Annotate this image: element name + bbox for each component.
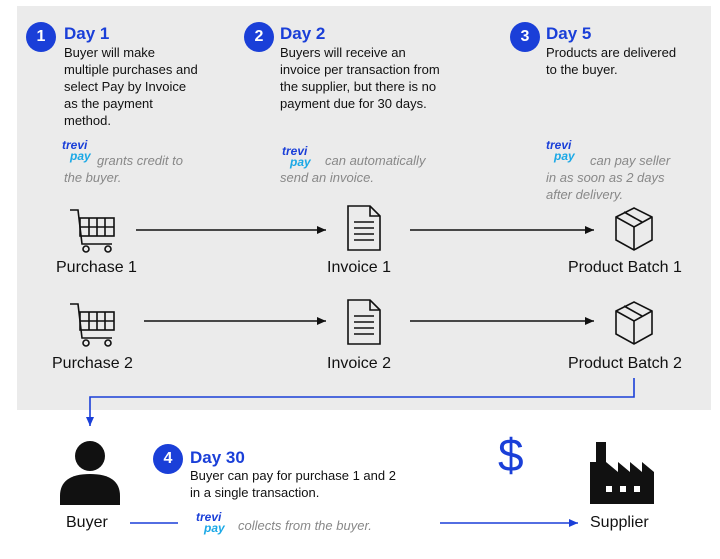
buyer-label: Buyer xyxy=(66,514,108,531)
step-4-note: collects from the buyer. xyxy=(238,517,372,534)
step-1-circle: 1 xyxy=(26,22,56,52)
supplier-label: Supplier xyxy=(590,514,649,531)
step-2-description: Buyers will receive an invoice per trans… xyxy=(280,44,440,112)
step-2-circle: 2 xyxy=(244,22,274,52)
step-1-note-line: grants credit to xyxy=(97,153,183,168)
product-batch-2-label: Product Batch 2 xyxy=(568,355,682,372)
logo-text-pay: pay xyxy=(70,149,91,163)
step-1-line: Buyer will make xyxy=(64,45,156,60)
step-1-note: grants credit to the buyer. xyxy=(64,152,183,186)
arrow-delivery-to-buyer xyxy=(86,378,635,426)
logo-text-trevi: trevi xyxy=(546,138,572,152)
step-4-description: Buyer can pay for purchase 1 and 2 in a … xyxy=(190,467,396,501)
step-1-line: select Pay by Invoice xyxy=(64,79,187,94)
step-1-line: as the payment xyxy=(64,96,153,111)
step-3-description: Products are delivered to the buyer. xyxy=(546,44,676,78)
step-1-line: method. xyxy=(64,113,111,128)
step-2-note-line: can automatically xyxy=(325,153,426,168)
step-3-circle: 3 xyxy=(510,22,540,52)
logo-text-pay: pay xyxy=(290,155,311,169)
box-icon xyxy=(615,207,653,251)
step-1-day: Day 1 xyxy=(64,24,110,43)
step-3-note: can pay seller in as soon as 2 days afte… xyxy=(546,152,670,203)
cart-icon xyxy=(70,209,115,253)
step-2-note-line: send an invoice. xyxy=(280,170,374,185)
step-3-day: Day 5 xyxy=(546,24,592,43)
factory-icon xyxy=(590,442,654,504)
step-3-note-line: after delivery. xyxy=(546,187,624,202)
step-2-note: can automatically send an invoice. xyxy=(280,152,425,186)
step-2-day: Day 2 xyxy=(280,24,326,43)
invoice-2-label: Invoice 2 xyxy=(327,355,392,372)
step-4-circle: 4 xyxy=(153,444,183,474)
step-1-number: 1 xyxy=(36,28,46,45)
person-icon xyxy=(60,441,120,505)
cart-icon xyxy=(70,303,115,347)
purchase-2-label: Purchase 2 xyxy=(52,355,133,372)
timeline-panel xyxy=(17,6,711,410)
step-3-note-line: in as soon as 2 days xyxy=(546,170,665,185)
step-3-number: 3 xyxy=(520,28,530,45)
step-3-note-line: can pay seller xyxy=(590,153,671,168)
box-icon xyxy=(615,301,653,345)
step-3-line: to the buyer. xyxy=(546,62,618,77)
step-2-line: payment due for 30 days. xyxy=(280,96,427,111)
step-4-line: Buyer can pay for purchase 1 and 2 xyxy=(190,468,396,483)
step-2-number: 2 xyxy=(254,28,264,45)
dollar-icon: $ xyxy=(498,429,524,481)
logo-text-trevi: trevi xyxy=(62,138,88,152)
purchase-1-label: Purchase 1 xyxy=(56,259,137,276)
logo-text-trevi: trevi xyxy=(196,510,222,524)
invoice-1-label: Invoice 1 xyxy=(327,259,392,276)
step-2-line: the supplier, but there is no xyxy=(280,79,437,94)
step-2-line: Buyers will receive an xyxy=(280,45,406,60)
step-1-line: multiple purchases and xyxy=(64,62,198,77)
step-2-line: invoice per transaction from xyxy=(280,62,440,77)
step-4-day: Day 30 xyxy=(190,448,245,467)
step-4-note-line: collects from the buyer. xyxy=(238,518,372,533)
step-1-note-line: the buyer. xyxy=(64,170,122,185)
document-icon xyxy=(347,205,381,251)
logo-text-trevi: trevi xyxy=(282,144,308,158)
step-4-number: 4 xyxy=(163,450,173,467)
step-3-line: Products are delivered xyxy=(546,45,677,60)
document-icon xyxy=(347,299,381,345)
step-1-description: Buyer will make multiple purchases and s… xyxy=(64,44,198,129)
step-4-line: in a single transaction. xyxy=(190,485,320,500)
logo-text-pay: pay xyxy=(204,521,225,535)
product-batch-1-label: Product Batch 1 xyxy=(568,259,682,276)
logo-text-pay: pay xyxy=(554,149,575,163)
